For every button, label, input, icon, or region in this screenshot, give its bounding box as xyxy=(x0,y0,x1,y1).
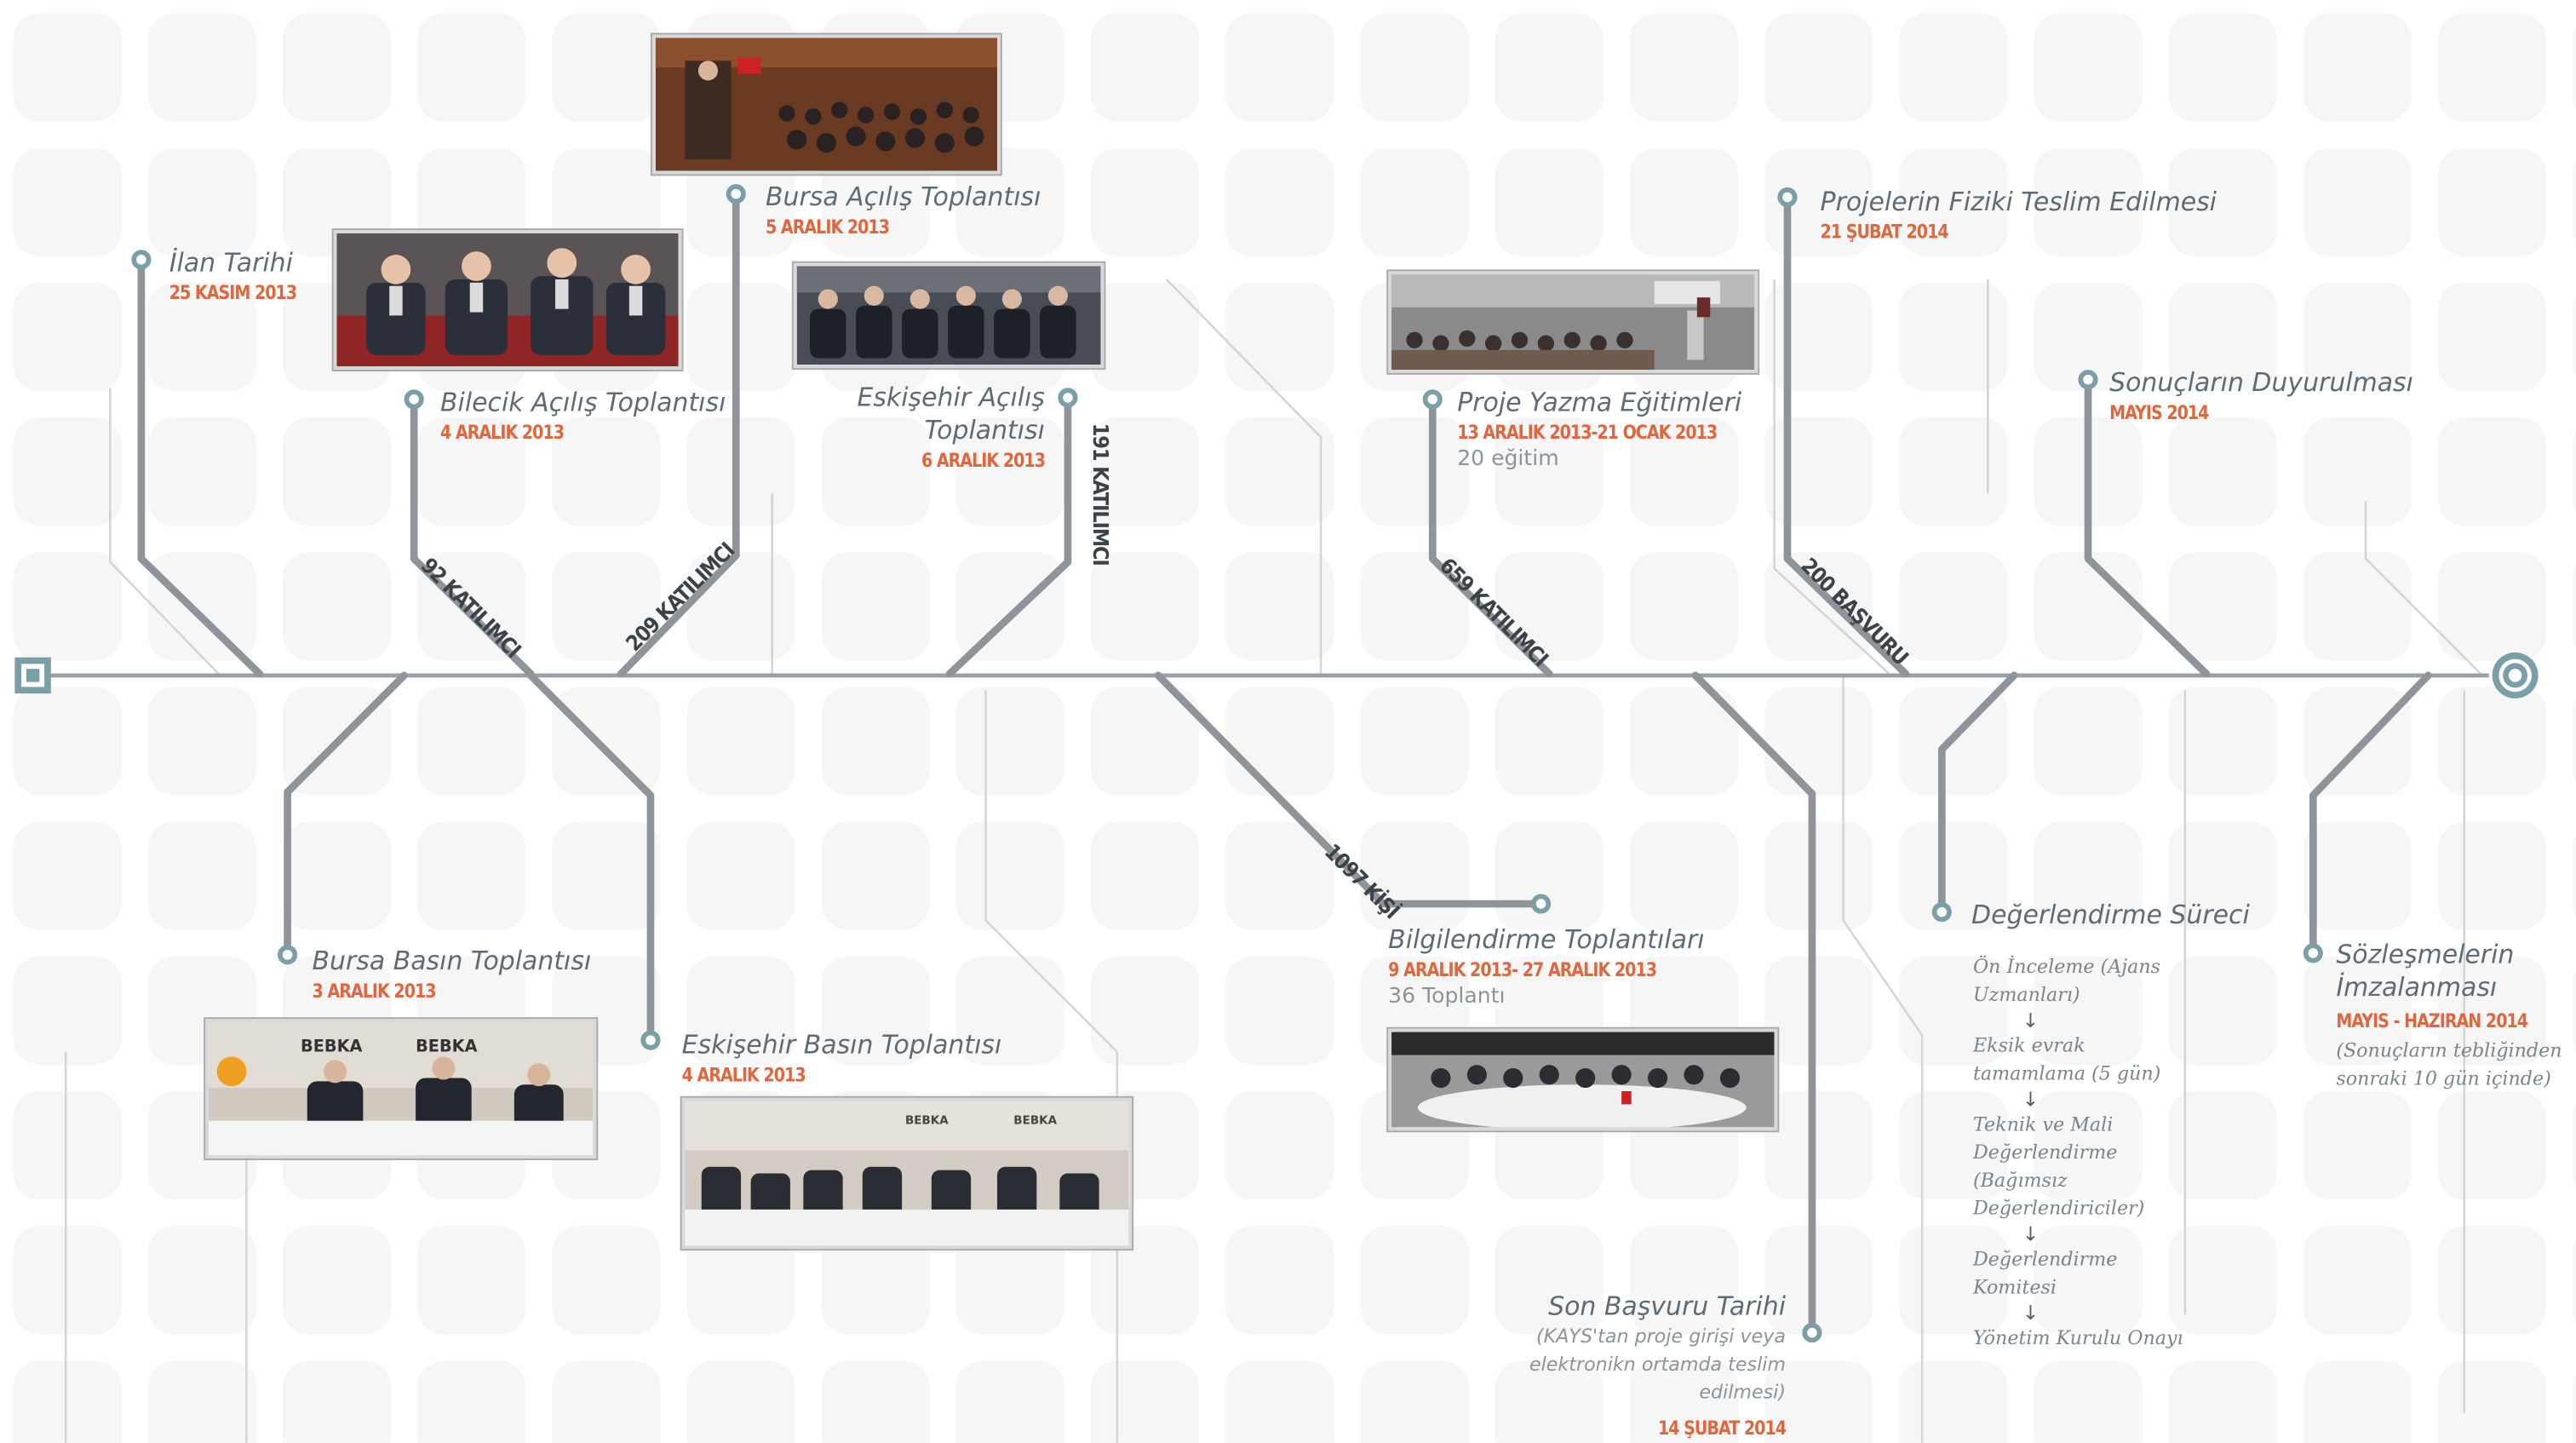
dot-ilan xyxy=(131,250,152,270)
event-title: Sözleşmelerin İmzalanması xyxy=(2336,940,2515,1003)
event-date: 9 ARALIK 2013- 27 ARALIK 2013 xyxy=(1388,957,1657,981)
segment-label-eskisehir-acilis: 191 KATILIMCI xyxy=(1087,423,1112,566)
photo-eskisehir-basin: BEBKA BEBKA xyxy=(680,1095,1134,1251)
event-title: Bilgilendirme Toplantıları xyxy=(1388,925,1705,955)
branch-degerlendirme xyxy=(1937,671,2018,917)
photo-proje-yazma xyxy=(1386,269,1760,375)
event-date: 5 ARALIK 2013 xyxy=(766,215,890,239)
dot-bilgilendirme xyxy=(1531,894,1552,914)
branch-sonuclar xyxy=(2084,377,2211,678)
photo-eskisehir-acilis xyxy=(791,261,1106,371)
event-date: 4 ARALIK 2013 xyxy=(440,420,565,444)
event-proje-yazma: Proje Yazma Eğitimleri 13 ARALIK 2013-21… xyxy=(1457,386,1759,474)
event-son-basvuru: Son Başvuru Tarihi (KAYS'tan proje giriş… xyxy=(1503,1290,1787,1440)
branch-sozlesme xyxy=(2309,671,2432,957)
event-date: 21 ŞUBAT 2014 xyxy=(1820,220,1949,244)
event-title: İlan Tarihi xyxy=(169,248,293,279)
event-date: 14 ŞUBAT 2014 xyxy=(1657,1416,1787,1440)
branch-bilecik xyxy=(410,397,535,678)
event-title: Projelerin Fiziki Teslim Edilmesi xyxy=(1820,187,2217,217)
branch-eskisehir-basin xyxy=(526,671,655,1043)
photo-banner-text: BEBKA xyxy=(905,1114,949,1128)
event-title: Eskişehir Basın Toplantısı xyxy=(681,1030,1002,1061)
timeline-end-marker xyxy=(2492,652,2539,699)
evaluation-step: Teknik ve Mali Değerlendirme (Bağımsız D… xyxy=(1972,1112,2145,1220)
branch-eskisehir-acilis xyxy=(945,397,1072,678)
photo-banner-text: BEBKA xyxy=(301,1037,363,1056)
event-date: 4 ARALIK 2013 xyxy=(681,1063,806,1087)
down-arrow-icon: ↓ xyxy=(2022,1301,2040,1325)
down-arrow-icon: ↓ xyxy=(2022,1222,2040,1246)
photo-bursa-acilis xyxy=(650,32,1002,176)
event-subtext: 36 Toplantı xyxy=(1388,984,1506,1009)
photo-banner-text: BEBKA xyxy=(416,1037,478,1056)
evaluation-step: Ön İnceleme (Ajans Uzmanları) xyxy=(1972,954,2161,1006)
event-date: 13 ARALIK 2013-21 OCAK 2013 xyxy=(1457,420,1718,444)
event-ilan: İlan Tarihi 25 KASIM 2013 xyxy=(169,246,318,305)
event-date: 6 ARALIK 2013 xyxy=(921,448,1046,472)
branch-ilan xyxy=(137,259,264,678)
dot-bursa-acilis xyxy=(726,184,746,204)
event-title: Bursa Açılış Toplantısı xyxy=(766,182,1041,212)
down-arrow-icon: ↓ xyxy=(2022,1009,2040,1032)
event-sozlesme: Sözleşmelerin İmzalanması MAYIS - HAZIRA… xyxy=(2336,939,2566,1093)
dot-eskisehir-basin xyxy=(640,1030,661,1050)
branch-proje-yazma xyxy=(1428,397,1553,678)
branch-fiziki xyxy=(1783,193,1910,678)
event-title: Proje Yazma Eğitimleri xyxy=(1457,388,1742,418)
evaluation-step: Yönetim Kurulu Onayı xyxy=(1972,1325,2183,1349)
event-eskisehir-basin: Eskişehir Basın Toplantısı 4 ARALIK 2013 xyxy=(682,1029,1002,1088)
event-fiziki: Projelerin Fiziki Teslim Edilmesi 21 ŞUB… xyxy=(1821,186,2217,244)
photo-bilecik xyxy=(331,228,684,371)
evaluation-steps: Ön İnceleme (Ajans Uzmanları) ↓ Eksik ev… xyxy=(1972,953,2183,1353)
photo-bilgilendirme xyxy=(1386,1026,1780,1133)
event-title: Bilecik Açılış Toplantısı xyxy=(440,388,726,418)
photo-bursa-basin: BEBKA BEBKA xyxy=(204,1017,599,1161)
event-title: Sonuçların Duyurulması xyxy=(2109,368,2413,398)
photo-banner-text: BEBKA xyxy=(1013,1114,1057,1128)
event-bursa-acilis: Bursa Açılış Toplantısı 5 ARALIK 2013 xyxy=(766,181,1041,239)
dot-eskisehir-acilis xyxy=(1058,388,1078,408)
event-subtext: 20 eğitim xyxy=(1457,446,1559,472)
dot-fiziki xyxy=(1777,187,1798,208)
dot-sozlesme xyxy=(2303,943,2323,963)
event-title: Son Başvuru Tarihi xyxy=(1548,1291,1787,1322)
dot-son-basvuru xyxy=(1802,1323,1822,1343)
dot-sonuclar xyxy=(2078,370,2098,390)
event-title: Eskişehir Açılış Toplantısı xyxy=(857,382,1045,446)
event-date: MAYIS 2014 xyxy=(2109,400,2209,424)
event-degerlendirme: Değerlendirme Süreci xyxy=(1971,899,2250,932)
event-eskisehir-acilis: Eskişehir Açılış Toplantısı 6 ARALIK 201… xyxy=(854,382,1046,474)
event-bursa-basin: Bursa Basın Toplantısı 3 ARALIK 2013 xyxy=(313,945,592,1003)
evaluation-step: Değerlendirme Komitesi xyxy=(1972,1247,2118,1299)
timeline-start-marker xyxy=(14,657,51,694)
dot-proje-yazma xyxy=(1422,389,1443,410)
event-sonuclar: Sonuçların Duyurulması MAYIS 2014 xyxy=(2109,366,2413,425)
branch-bursa-acilis xyxy=(617,193,740,678)
event-bilgilendirme: Bilgilendirme Toplantıları 9 ARALIK 2013… xyxy=(1388,923,1704,1012)
branch-son-basvuru xyxy=(1691,671,1816,1335)
branch-bursa-basin xyxy=(284,671,408,957)
evaluation-step: Eksik evrak tamamlama (5 gün) xyxy=(1972,1033,2161,1085)
event-note: (KAYS'tan proje girişi veya elektronikn … xyxy=(1529,1324,1787,1404)
event-note: (Sonuçların tebliğinden sonraki 10 gün i… xyxy=(2336,1038,2562,1090)
event-date: 3 ARALIK 2013 xyxy=(312,979,437,1003)
dot-bursa-basin xyxy=(278,945,298,965)
event-title: Değerlendirme Süreci xyxy=(1971,900,2250,930)
dot-bilecik xyxy=(404,389,424,410)
event-date: 25 KASIM 2013 xyxy=(169,280,297,304)
down-arrow-icon: ↓ xyxy=(2022,1088,2040,1112)
event-bilecik: Bilecik Açılış Toplantısı 4 ARALIK 2013 xyxy=(440,386,726,445)
event-title: Bursa Basın Toplantısı xyxy=(312,946,592,976)
decorative-lines xyxy=(64,279,2481,1443)
dot-degerlendirme xyxy=(1931,902,1952,923)
branch-bilgilendirme xyxy=(1154,671,1545,908)
event-date: MAYIS - HAZIRAN 2014 xyxy=(2336,1009,2528,1032)
